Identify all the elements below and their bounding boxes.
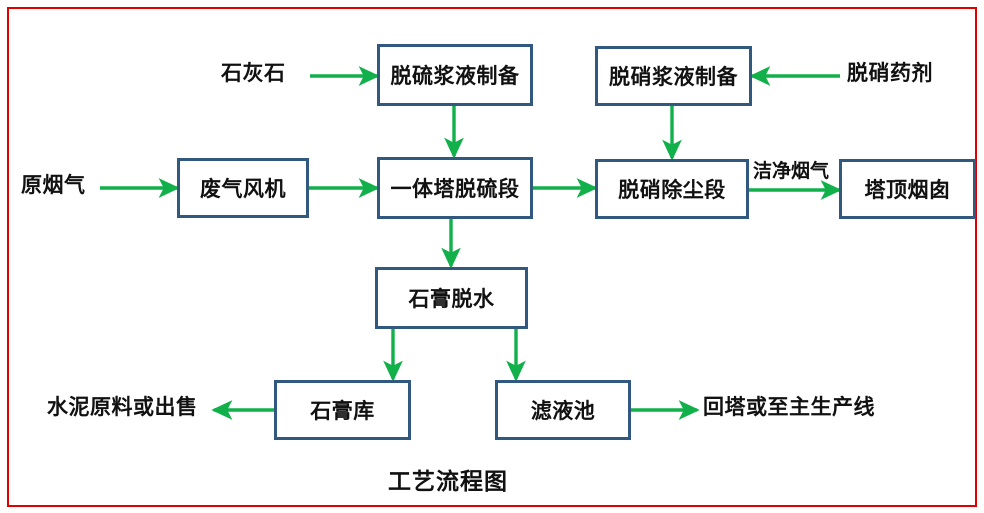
node-label: 塔顶烟囱 [864,178,951,202]
node-waste-gas-fan[interactable]: 废气风机 [177,158,309,218]
node-label: 废气风机 [200,177,286,201]
label-text: 水泥原料或出售 [47,395,198,419]
node-label: 一体塔脱硫段 [390,177,520,201]
diagram-title: 工艺流程图 [388,471,508,494]
label-text: 原烟气 [21,173,86,197]
node-label: 滤液池 [530,399,596,423]
label-raw-flue-gas: 原烟气 [21,175,86,196]
label-limestone: 石灰石 [221,63,286,84]
node-desulf-slurry-prep[interactable]: 脱硫浆液制备 [377,44,533,106]
edge-label-clean-flue-gas: 洁净烟气 [753,162,829,181]
node-integrated-tower-desulf[interactable]: 一体塔脱硫段 [377,157,533,219]
label-text: 脱硝药剂 [847,61,933,85]
node-denitr-dedust[interactable]: 脱硝除尘段 [595,159,749,219]
edge-label-text: 洁净烟气 [753,160,830,182]
label-cement-material-or-sale: 水泥原料或出售 [47,397,198,418]
label-text: 石灰石 [221,61,286,85]
node-label: 石膏脱水 [408,287,495,311]
node-label: 脱硝除尘段 [618,178,726,202]
node-denitr-slurry-prep[interactable]: 脱硝浆液制备 [595,46,752,106]
title-text: 工艺流程图 [388,469,508,495]
node-tower-top-stack[interactable]: 塔顶烟囱 [839,159,976,219]
label-text: 回塔或至主生产线 [703,395,875,419]
label-back-to-tower-or-main-line: 回塔或至主生产线 [703,397,875,418]
node-label: 脱硫浆液制备 [390,64,520,88]
node-label: 石膏库 [310,399,375,423]
node-label: 脱硝浆液制备 [609,65,738,89]
node-gypsum-dewater[interactable]: 石膏脱水 [375,267,528,329]
node-filtrate-pond[interactable]: 滤液池 [495,380,631,440]
label-denitr-agent: 脱硝药剂 [847,63,933,84]
node-gypsum-store[interactable]: 石膏库 [274,380,411,440]
